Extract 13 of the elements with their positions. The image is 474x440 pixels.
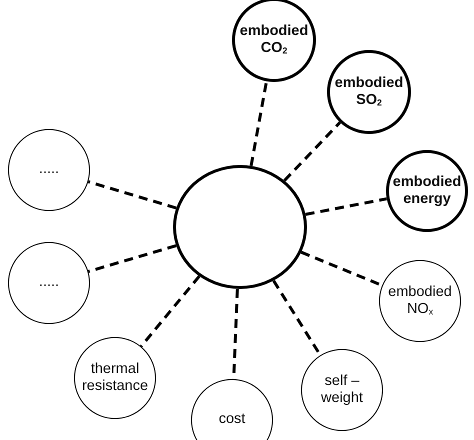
node-label: ..... <box>38 161 60 179</box>
node-label: embodied energy <box>392 174 462 208</box>
dashed-connector <box>88 180 177 210</box>
dashed-connector <box>305 197 387 216</box>
node-label: cost <box>218 411 246 429</box>
dashed-connector <box>88 244 177 273</box>
node-label: self – weight <box>320 372 364 408</box>
bubble-node <box>191 379 273 440</box>
dashed-connector <box>283 121 342 182</box>
node-label: ..... <box>38 274 60 292</box>
dashed-connector <box>250 81 268 166</box>
node-label: thermal resistance <box>80 360 150 396</box>
dashed-connector <box>140 275 200 348</box>
